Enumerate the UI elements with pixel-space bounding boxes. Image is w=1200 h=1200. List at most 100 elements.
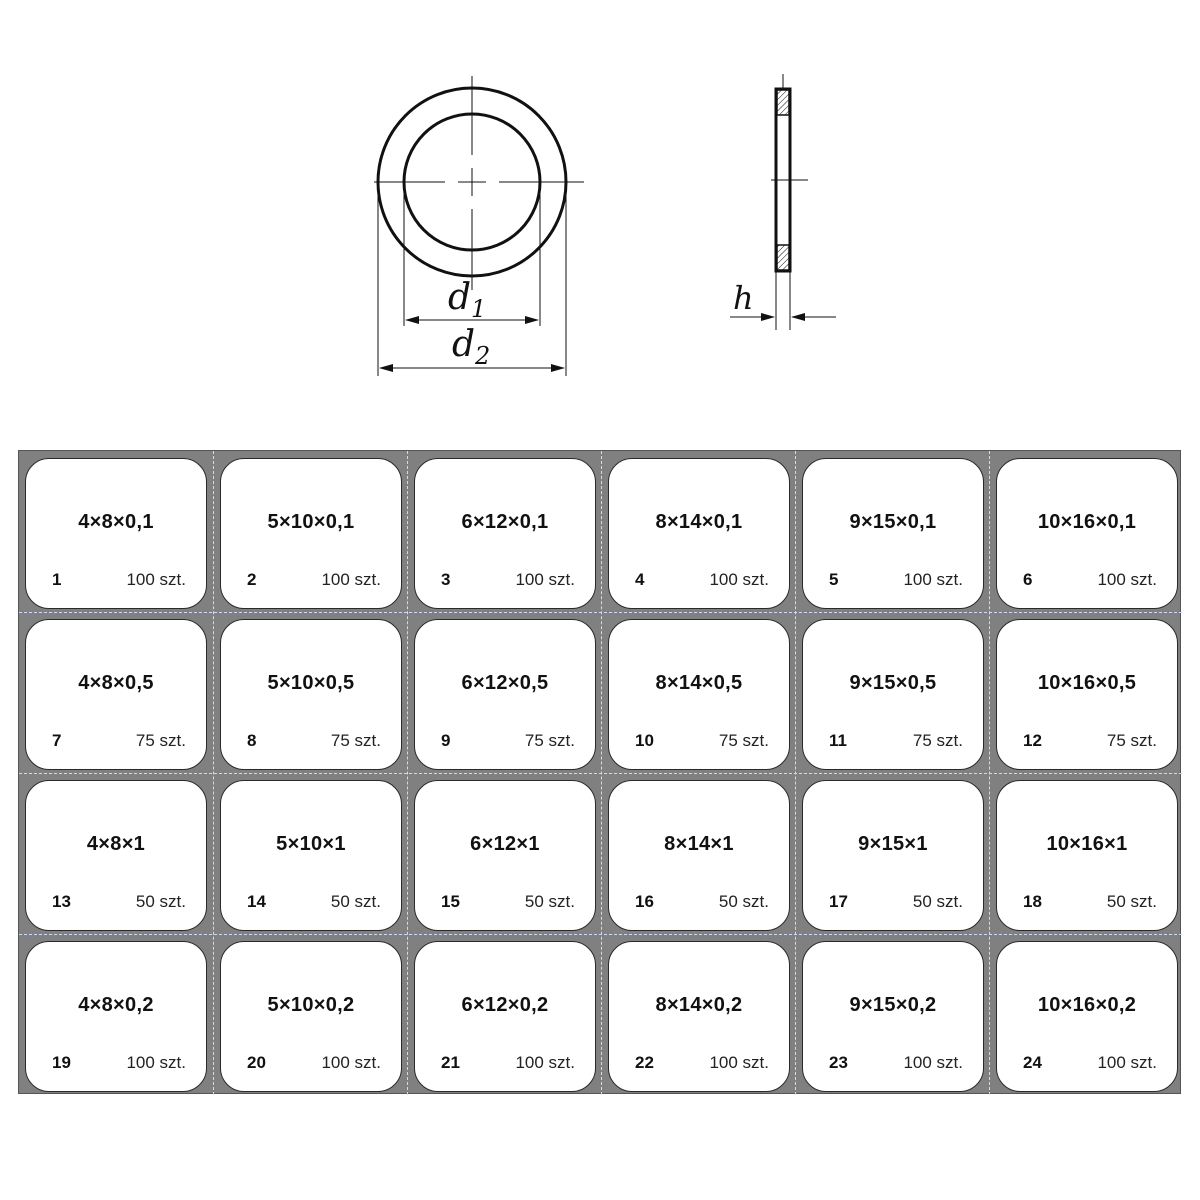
compartment-quantity: 50 szt. [1106, 892, 1157, 911]
compartment-number: 18 [1023, 892, 1042, 911]
compartment-size: 10×16×0,1 [1037, 511, 1137, 533]
compartment-size: 5×10×0,1 [267, 511, 355, 533]
compartment-number: 20 [247, 1053, 266, 1072]
compartment-quantity: 75 szt. [330, 731, 381, 750]
compartment-15: 6×12×1 15 50 szt. [414, 780, 596, 931]
compartment-number: 23 [829, 1053, 848, 1072]
compartment-quantity: 100 szt. [321, 570, 381, 589]
compartment-size: 8×14×0,5 [655, 672, 743, 694]
compartment-number: 22 [635, 1053, 654, 1072]
washer-side-view: h [730, 74, 836, 330]
compartment-size: 8×14×0,2 [655, 994, 743, 1016]
compartment-19: 4×8×0,2 19 100 szt. [25, 941, 207, 1092]
compartment-16: 8×14×1 16 50 szt. [608, 780, 790, 931]
cross-section-top [776, 89, 790, 116]
compartment-quantity: 50 szt. [524, 892, 575, 911]
compartment-number: 4 [635, 570, 645, 589]
compartment-6: 10×16×0,1 6 100 szt. [996, 458, 1178, 609]
compartment-quantity: 75 szt. [912, 731, 963, 750]
compartment-quantity: 100 szt. [515, 1053, 575, 1072]
compartment-2: 5×10×0,1 2 100 szt. [220, 458, 402, 609]
compartment-22: 8×14×0,2 22 100 szt. [608, 941, 790, 1092]
compartment-number: 9 [441, 731, 451, 750]
compartment-size: 10×16×0,5 [1037, 672, 1137, 694]
compartment-number: 5 [829, 570, 839, 589]
dimension-d1 [403, 182, 541, 326]
compartment-quantity: 50 szt. [330, 892, 381, 911]
compartment-size: 6×12×0,2 [461, 994, 549, 1016]
compartment-quantity: 75 szt. [524, 731, 575, 750]
compartment-number: 6 [1023, 570, 1033, 589]
compartment-9: 6×12×0,5 9 75 szt. [414, 619, 596, 770]
compartment-size: 6×12×0,5 [461, 672, 549, 694]
compartment-1: 4×8×0,1 1 100 szt. [25, 458, 207, 609]
d2-label: d2 [452, 324, 490, 370]
compartment-quantity: 100 szt. [903, 1053, 963, 1072]
compartment-size: 8×14×0,1 [655, 511, 743, 533]
h-label: h [733, 279, 754, 317]
compartment-number: 12 [1023, 731, 1042, 750]
compartment-number: 8 [247, 731, 257, 750]
compartment-number: 2 [247, 570, 257, 589]
compartment-size: 6×12×1 [470, 833, 540, 855]
compartment-size: 10×16×1 [1046, 833, 1128, 855]
compartment-quantity: 50 szt. [718, 892, 769, 911]
compartment-3: 6×12×0,1 3 100 szt. [414, 458, 596, 609]
compartment-11: 9×15×0,5 11 75 szt. [802, 619, 984, 770]
compartment-number: 14 [247, 892, 266, 911]
center-lines [374, 76, 584, 290]
compartment-number: 15 [441, 892, 460, 911]
tray-divider-horizontal [19, 773, 1182, 774]
compartment-number: 17 [829, 892, 848, 911]
compartment-number: 19 [52, 1053, 71, 1072]
compartment-size: 9×15×0,1 [849, 511, 937, 533]
compartment-number: 3 [441, 570, 451, 589]
d1-label: d1 [448, 277, 486, 323]
compartment-size: 9×15×0,2 [849, 994, 937, 1016]
compartment-4: 8×14×0,1 4 100 szt. [608, 458, 790, 609]
compartment-quantity: 100 szt. [1097, 570, 1157, 589]
compartment-size: 5×10×1 [276, 833, 346, 855]
compartment-quantity: 100 szt. [903, 570, 963, 589]
compartment-quantity: 100 szt. [709, 570, 769, 589]
compartment-23: 9×15×0,2 23 100 szt. [802, 941, 984, 1092]
compartment-size: 4×8×0,1 [78, 511, 154, 533]
compartment-number: 16 [635, 892, 654, 911]
compartment-number: 11 [829, 731, 847, 750]
compartment-number: 7 [52, 731, 62, 750]
compartment-quantity: 100 szt. [1097, 1053, 1157, 1072]
washer-technical-drawing: d1 d2 h [374, 74, 836, 376]
compartment-size: 4×8×0,2 [78, 994, 154, 1016]
compartment-number: 1 [52, 570, 62, 589]
compartment-5: 9×15×0,1 5 100 szt. [802, 458, 984, 609]
compartment-quantity: 100 szt. [126, 1053, 186, 1072]
tray-divider-horizontal [19, 934, 1182, 935]
compartment-quantity: 100 szt. [515, 570, 575, 589]
compartment-18: 10×16×1 18 50 szt. [996, 780, 1178, 931]
compartment-number: 24 [1023, 1053, 1042, 1072]
compartment-12: 10×16×0,5 12 75 szt. [996, 619, 1178, 770]
dimension-h [730, 272, 836, 330]
compartment-size: 5×10×0,5 [267, 672, 355, 694]
washer-front-view: d1 d2 [374, 76, 584, 376]
compartment-quantity: 100 szt. [126, 570, 186, 589]
compartment-quantity: 100 szt. [321, 1053, 381, 1072]
compartment-8: 5×10×0,5 8 75 szt. [220, 619, 402, 770]
compartment-size: 8×14×1 [664, 833, 734, 855]
compartment-size: 4×8×0,5 [78, 672, 154, 694]
compartment-7: 4×8×0,5 7 75 szt. [25, 619, 207, 770]
compartment-14: 5×10×1 14 50 szt. [220, 780, 402, 931]
compartment-size: 4×8×1 [86, 833, 146, 855]
compartment-quantity: 75 szt. [135, 731, 186, 750]
compartment-size: 6×12×0,1 [461, 511, 549, 533]
compartment-size: 10×16×0,2 [1037, 994, 1137, 1016]
compartment-quantity: 75 szt. [1106, 731, 1157, 750]
compartment-number: 13 [52, 892, 71, 911]
compartment-24: 10×16×0,2 24 100 szt. [996, 941, 1178, 1092]
compartment-size: 9×15×0,5 [849, 672, 937, 694]
compartment-quantity: 100 szt. [709, 1053, 769, 1072]
